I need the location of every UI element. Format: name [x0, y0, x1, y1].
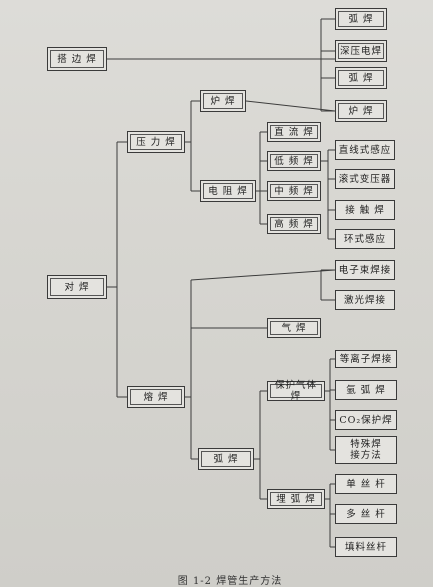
node-duihan: 对 焊 [47, 275, 107, 299]
node-ronghan: 熔 焊 [127, 386, 185, 408]
node-yali: 压 力 焊 [127, 131, 185, 153]
node-tianliao: 填料丝杆 [335, 537, 397, 557]
node-dabian: 搭 边 焊 [47, 47, 107, 71]
node-label: 炉 焊 [338, 103, 384, 119]
node-qihan: 气 焊 [267, 318, 321, 338]
node-label: 弧 焊 [338, 70, 384, 86]
node-label: 中 频 焊 [270, 184, 318, 198]
node-zhixian: 直线式感应 [335, 140, 395, 160]
node-luhan: 炉 焊 [200, 90, 246, 112]
node-label: 低 频 焊 [270, 154, 318, 168]
node-jiechu: 接 触 焊 [335, 200, 395, 220]
node-dansi: 单 丝 杆 [335, 474, 397, 494]
node-label: 熔 焊 [130, 389, 182, 405]
node-zhongpin: 中 频 焊 [267, 181, 321, 201]
node-yahu: 氩 弧 焊 [335, 380, 397, 400]
node-lu-r: 炉 焊 [335, 100, 387, 122]
node-label: 深压电焊 [338, 43, 384, 59]
node-label: 对 焊 [50, 278, 104, 296]
node-teshu: 特殊焊 接方法 [335, 436, 397, 464]
node-hu-a: 弧 焊 [335, 8, 387, 30]
node-duosi: 多 丝 杆 [335, 504, 397, 524]
node-bianya: 滚式变压器 [335, 169, 395, 189]
node-label: 电 阻 焊 [203, 183, 253, 199]
node-label: 气 焊 [270, 321, 318, 335]
node-dengli: 等离子焊接 [335, 350, 397, 368]
node-dipin: 低 频 焊 [267, 151, 321, 171]
node-maihu: 埋 弧 焊 [267, 489, 325, 509]
node-zhiliu: 直 流 焊 [267, 122, 321, 142]
node-dianzishu: 电子束焊接 [335, 260, 395, 280]
node-huanshi: 环式感应 [335, 229, 395, 249]
node-label: 直 流 焊 [270, 125, 318, 139]
figure-caption: 图 1-2 焊管生产方法 [177, 576, 283, 587]
node-label: 炉 焊 [203, 93, 243, 109]
node-label: 保护气体焊 [270, 380, 322, 402]
node-dianyahan: 深压电焊 [335, 40, 387, 62]
node-label: 搭 边 焊 [50, 50, 104, 68]
connector [190, 269, 336, 281]
node-baohu: 保护气体焊 [267, 380, 325, 402]
node-jiguang: 激光焊接 [335, 290, 395, 310]
node-label: 埋 弧 焊 [270, 492, 322, 506]
node-dianhu: 弧 焊 [198, 448, 254, 470]
connector [245, 100, 336, 112]
node-label: 弧 焊 [338, 11, 384, 27]
node-dianzu: 电 阻 焊 [200, 180, 256, 202]
node-gaopin: 高 频 焊 [267, 214, 321, 234]
node-label: 压 力 焊 [130, 134, 182, 150]
node-label: 弧 焊 [201, 451, 251, 467]
node-label: 高 频 焊 [270, 217, 318, 231]
node-co2: CO₂保护焊 [335, 410, 397, 430]
node-hu-b: 弧 焊 [335, 67, 387, 89]
